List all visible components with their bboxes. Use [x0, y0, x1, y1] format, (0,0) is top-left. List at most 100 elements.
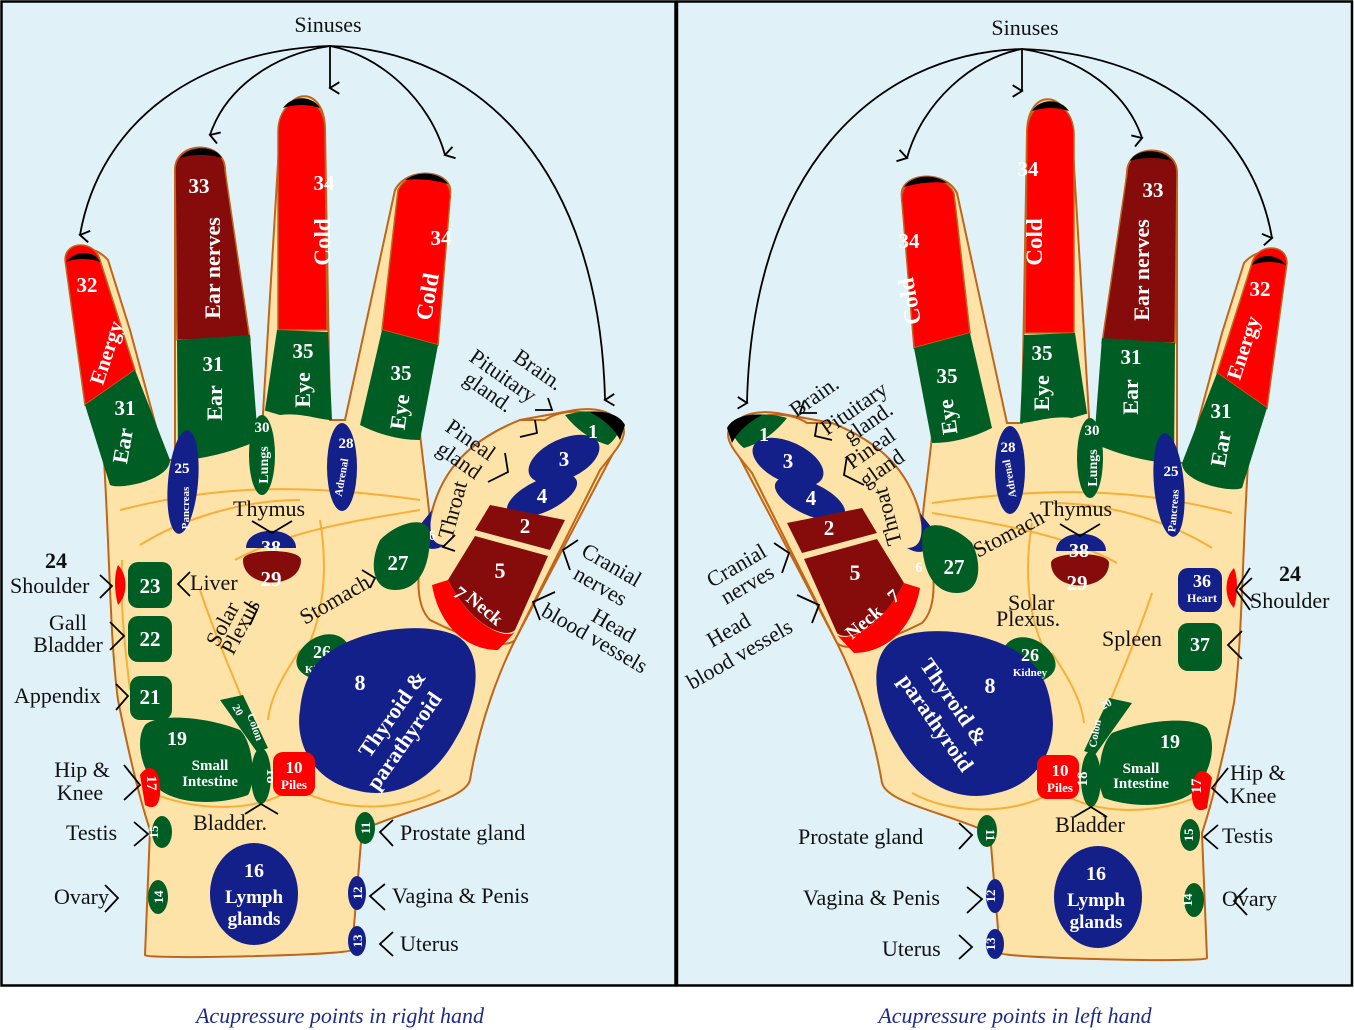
point-number: 1 — [759, 424, 769, 446]
point-number: 25 — [175, 461, 190, 477]
label-pointer — [966, 886, 984, 914]
fingertip-nail — [405, 173, 448, 184]
solar-label: Solar — [1008, 590, 1055, 615]
arrow-to-index — [329, 45, 456, 160]
crease — [931, 491, 1233, 514]
thumb-nail — [727, 414, 762, 443]
label-pointer — [243, 601, 259, 626]
palm-creases — [119, 488, 441, 808]
point-number: 4 — [806, 486, 817, 510]
crease — [267, 649, 301, 721]
knee-label: Knee — [57, 780, 103, 805]
label-pointer — [798, 400, 817, 414]
gall-label: Gall — [49, 610, 87, 635]
label-pointer — [1202, 824, 1219, 850]
point-number: 31 — [115, 396, 136, 420]
hip-label: Hip & — [1230, 760, 1286, 785]
label-pointer — [1238, 577, 1253, 602]
bladder-point-label: Bladder. — [193, 810, 267, 835]
prostate-label: Prostate gland — [798, 824, 923, 849]
sinuses-label: Sinuses — [294, 12, 361, 37]
point-number: 35 — [937, 364, 958, 388]
knee-label: Knee — [1230, 783, 1276, 808]
label-pointer — [487, 452, 509, 483]
point-number: 27 — [388, 551, 409, 575]
arrow-to-ring — [1021, 48, 1144, 148]
finger-ring: 33 Ear nerves 31 Ear — [174, 146, 258, 460]
finger-index: 34 Cold 35 Eye — [360, 173, 452, 440]
point-label: Eye — [933, 398, 963, 437]
point-label: Cold — [310, 218, 335, 266]
point-24-shoulder — [1226, 568, 1237, 608]
point-number: 17 — [143, 776, 159, 792]
finger-middle: 34 Cold 35 Eye — [264, 98, 335, 420]
point-number: 4 — [537, 484, 548, 508]
label-pointer — [1073, 805, 1108, 818]
thumb-point-4 — [506, 474, 578, 518]
fingertip-nail — [1252, 256, 1286, 265]
point-18 — [1081, 751, 1101, 807]
point-number: 14 — [151, 890, 166, 904]
label-pointer — [115, 683, 130, 711]
arrow-to-ring — [208, 45, 331, 145]
point-16-lymph-glands — [210, 843, 298, 945]
point-number: 36 — [1193, 571, 1211, 591]
point-number: 13 — [350, 934, 365, 948]
label-pointer — [1210, 767, 1229, 804]
label-pointer — [176, 571, 191, 597]
point-number: 8 — [355, 670, 366, 695]
label-pointer — [368, 883, 386, 911]
bladder-label: Bladder — [33, 632, 103, 657]
point-number: 21 — [140, 685, 161, 709]
right-hand-panel: Sinuses 32 Energy — [0, 0, 677, 1028]
point-17 — [1191, 770, 1212, 811]
point-label: Heart — [1187, 591, 1217, 605]
point-number: 35 — [293, 339, 314, 363]
label-pointer — [133, 821, 150, 847]
point-number: 3 — [783, 449, 794, 473]
uterus-label: Uterus — [882, 936, 941, 961]
point-label: Pancreas — [180, 486, 192, 529]
thumb-point-3 — [752, 437, 824, 487]
shoulder-label: Shoulder — [10, 573, 90, 598]
point-number: 16 — [1086, 863, 1106, 885]
point-number: 26 — [1021, 645, 1039, 665]
point-number: 1 — [588, 421, 598, 443]
arrow-to-thumb — [737, 48, 1023, 410]
point-number: 18 — [1075, 772, 1091, 787]
crease — [299, 789, 441, 808]
thumb-point-5 — [804, 539, 904, 636]
point-label: Small — [1123, 761, 1160, 777]
point-number: 29 — [1067, 571, 1088, 595]
prostate-label: Prostate gland — [400, 820, 525, 845]
point-number: 6 — [428, 528, 436, 544]
left-hand-panel: Sinuses — [675, 0, 1354, 1028]
fingertip-nail — [66, 253, 100, 262]
point-number: 32 — [77, 273, 98, 297]
finger-little-base — [1182, 373, 1267, 490]
point-label: Intestine — [1113, 776, 1169, 792]
crease — [931, 512, 1118, 564]
label-pointer — [531, 591, 556, 621]
point-label: Kidney — [1013, 667, 1048, 679]
label-pointer — [1234, 567, 1251, 611]
arrow-to-little — [78, 45, 331, 244]
crease — [234, 509, 421, 561]
point-number: 16 — [244, 860, 264, 882]
crease — [139, 499, 301, 546]
point-number: 31 — [203, 352, 224, 376]
point-number: 31 — [1121, 345, 1142, 369]
finger-segment-tip — [277, 99, 328, 331]
label-pointer — [99, 574, 114, 599]
point-label: Lymph — [1067, 890, 1126, 911]
point-label: glands — [1070, 912, 1123, 933]
crease — [911, 792, 1053, 811]
point-23 — [128, 562, 172, 608]
point-number: 10 — [1052, 761, 1069, 780]
label-pointer — [535, 397, 554, 411]
thumb: 1 3 4 2 5 7 Neck 6 — [417, 410, 625, 650]
point-number: 37 — [1190, 634, 1210, 656]
point-14 — [1184, 883, 1204, 917]
point-16-lymph-glands — [1054, 846, 1142, 948]
point-18 — [251, 748, 271, 804]
